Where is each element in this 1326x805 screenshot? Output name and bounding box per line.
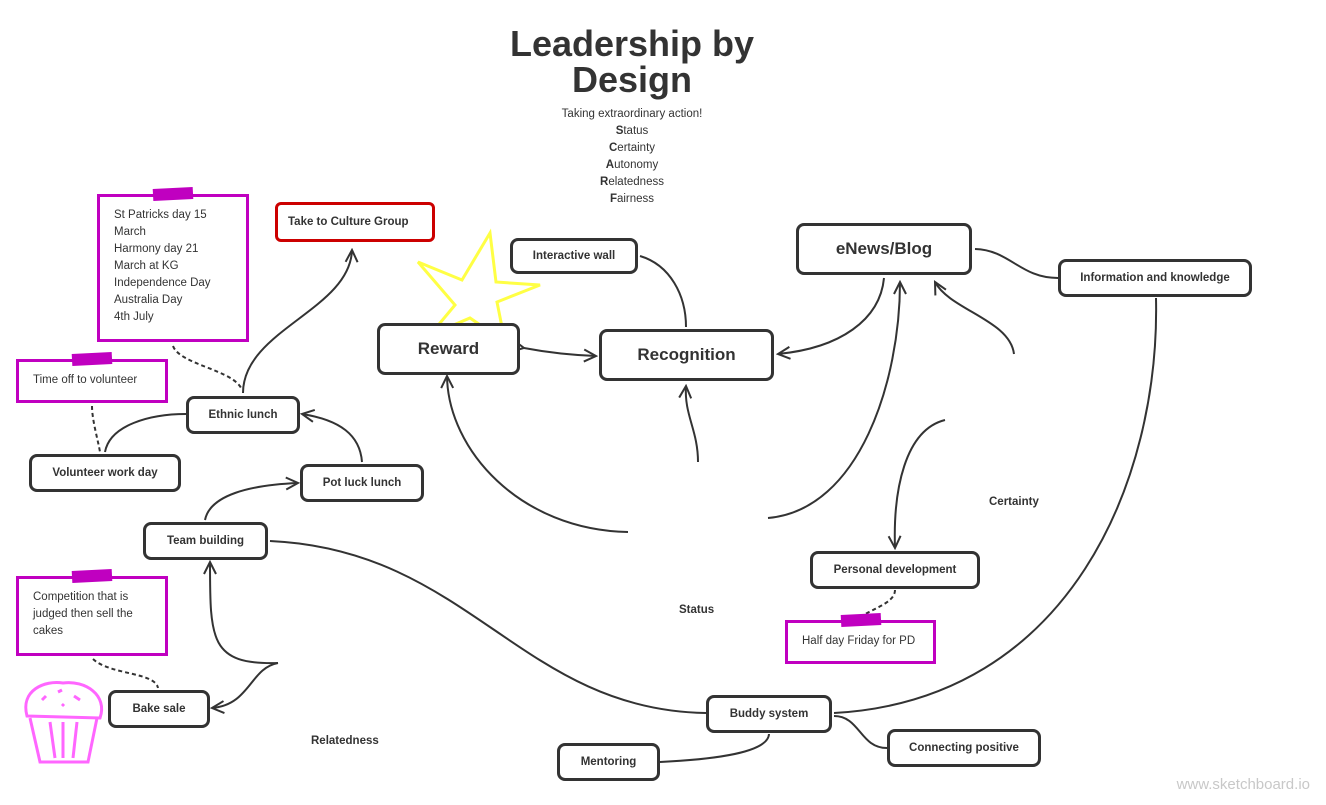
connector-information-buddy [833,297,1158,714]
connector-wall-recognition [639,255,687,328]
note-holidays[interactable]: St Patricks day 15 March Harmony day 21 … [97,186,249,342]
node-mentoring[interactable]: Mentoring [557,743,660,781]
subtitle-block: Taking extraordinary action! Status Cert… [532,106,732,208]
acronym-fairness: Fairness [609,193,655,205]
acronym-relatedness: Relatedness [600,176,664,188]
node-volunteer-work-day[interactable]: Volunteer work day [29,454,181,492]
node-ethnic-lunch[interactable]: Ethnic lunch [186,396,300,434]
connector-team-potluck [204,483,298,521]
dashed-link-holidays [172,345,243,391]
connector-buddy-mentoring [659,733,770,763]
cupcake-icon [24,680,104,764]
connector-team-buddy [269,540,707,714]
tape [152,186,194,202]
dashed-link-timeoff [91,405,101,453]
tape [71,568,113,584]
connector-enews-recognition [778,277,885,354]
connector-reward-recognition [524,348,596,356]
connector-certainty-pd [895,419,946,548]
node-reward[interactable]: Reward [377,323,520,375]
note-time-off[interactable]: Time off to volunteer [16,351,168,403]
acronym-autonomy: Autonomy [605,159,659,171]
label-status: Status [679,604,715,616]
connector-enews-information [974,248,1059,279]
node-enews-blog[interactable]: eNews/Blog [796,223,972,275]
connector-relatedness-team [210,562,279,665]
node-bake-sale[interactable]: Bake sale [108,690,210,728]
star-icon [416,228,541,346]
note-half-day[interactable]: Half day Friday for PD [785,612,936,664]
connector-relatedness-bake [212,662,279,708]
node-connecting-positive[interactable]: Connecting positive [887,729,1041,767]
node-information-knowledge[interactable]: Information and knowledge [1058,259,1252,297]
connector-buddy-connecting [833,715,888,749]
subtitle: Taking extraordinary action! [561,108,703,120]
acronym-certainty: Certainty [608,142,656,154]
connector-potluck-ethnic [302,414,363,463]
connector-status-reward [447,376,629,533]
callout-take-to-culture-group[interactable]: Take to Culture Group [275,202,435,242]
node-pot-luck-lunch[interactable]: Pot luck lunch [300,464,424,502]
node-team-building[interactable]: Team building [143,522,268,560]
note-competition[interactable]: Competition that is judged then sell the… [16,568,168,656]
connector-certainty-enews [935,282,1015,355]
dashed-link-competition [92,658,159,689]
watermark: www.sketchboard.io [1176,776,1310,793]
connector-status-enews [767,282,900,519]
label-certainty: Certainty [989,496,1039,508]
connector-status-recognition [686,386,699,463]
node-buddy-system[interactable]: Buddy system [706,695,832,733]
connector-ethnic-culture [242,250,352,394]
page-title: Leadership by Design [509,23,755,100]
connector-volunteer-ethnic [104,413,187,453]
label-relatedness: Relatedness [311,735,379,747]
node-recognition[interactable]: Recognition [599,329,774,381]
tape [71,351,113,367]
tape [840,612,881,628]
node-personal-development[interactable]: Personal development [810,551,980,589]
node-interactive-wall[interactable]: Interactive wall [510,238,638,274]
acronym-status: Status [615,125,649,137]
